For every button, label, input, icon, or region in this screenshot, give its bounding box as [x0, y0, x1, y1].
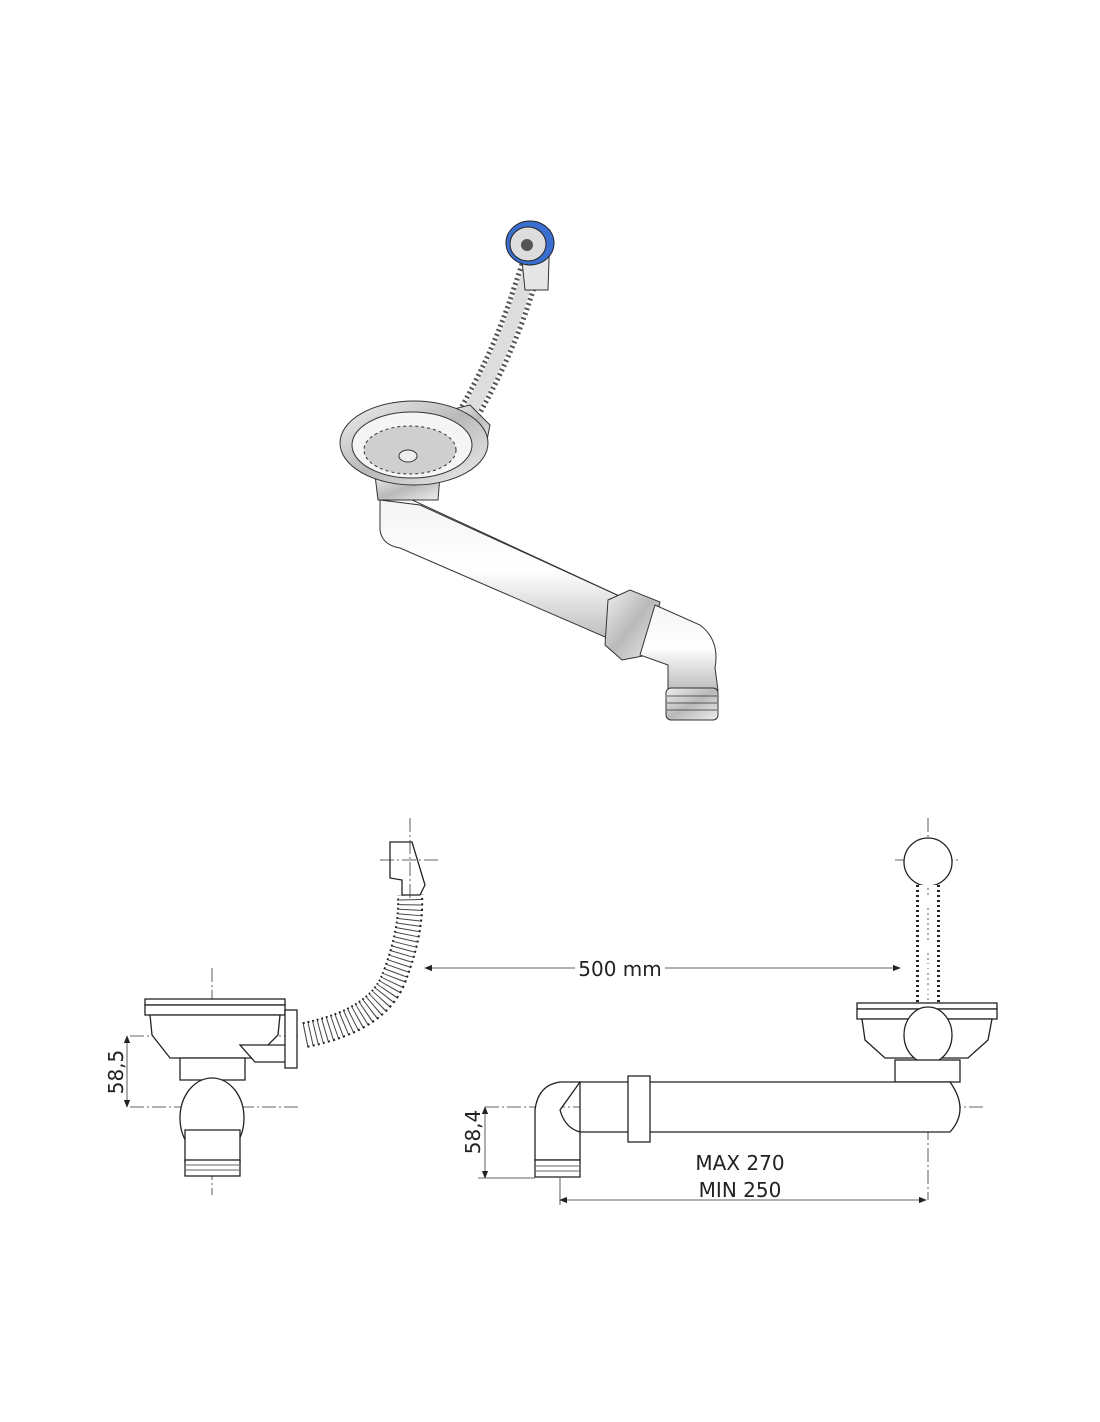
side-view-right: 58,4 MAX 270 MIN 250 — [461, 818, 998, 1205]
dim-left-height: 58,5 — [104, 1050, 128, 1095]
render-strainer — [339, 400, 489, 501]
render-3d-view — [339, 220, 719, 721]
render-elbow — [639, 604, 719, 691]
dim-hose-length: 500 mm — [578, 957, 662, 981]
side-view-left: 58,5 — [104, 818, 440, 1195]
render-threaded-outlet — [665, 687, 719, 721]
dim-max-length: MAX 270 — [695, 1151, 784, 1175]
render-overflow-head — [505, 220, 555, 291]
dim-right-height: 58,4 — [461, 1110, 485, 1155]
dim-min-length: MIN 250 — [699, 1178, 782, 1202]
hose-length-dimension: 500 mm — [424, 957, 901, 981]
render-pipe-start — [379, 499, 629, 641]
left-thread — [184, 1159, 241, 1177]
right-thread — [534, 1159, 581, 1178]
